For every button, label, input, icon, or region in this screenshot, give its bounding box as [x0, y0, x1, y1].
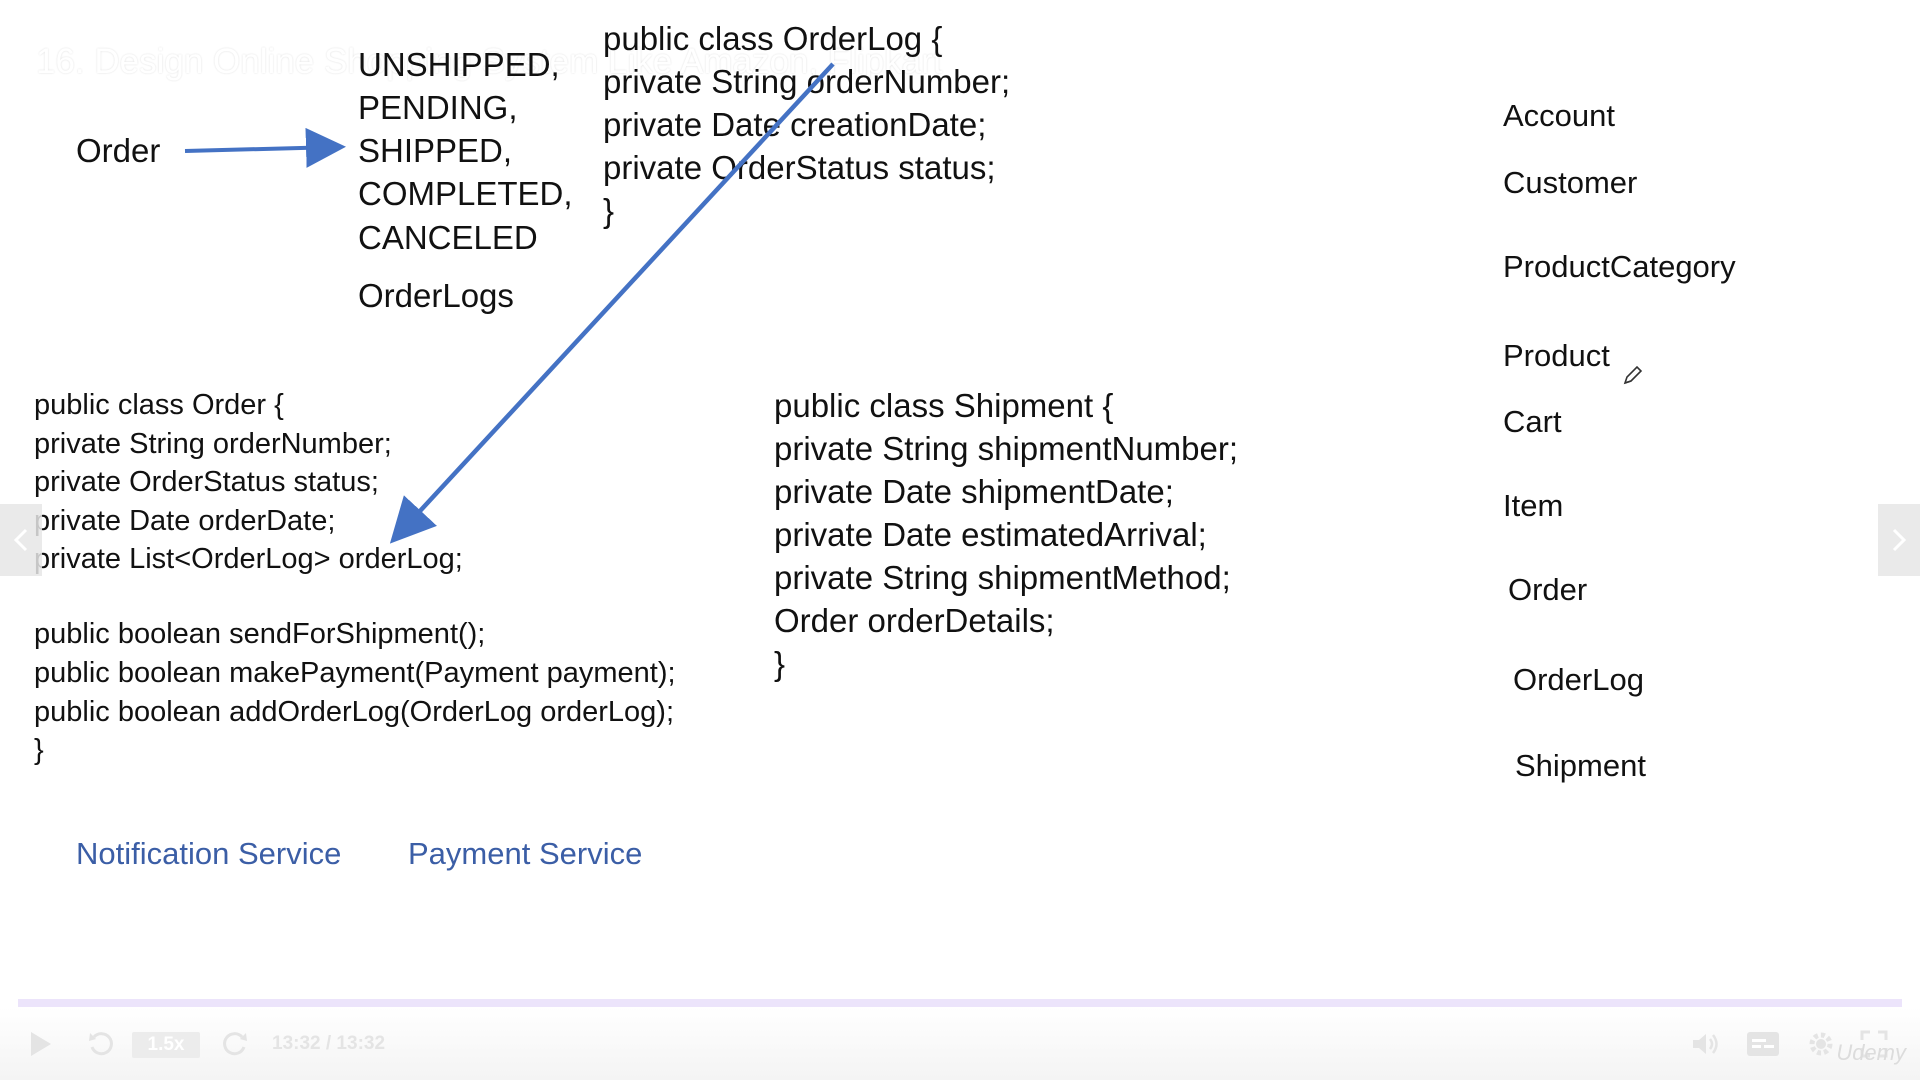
orderlogs-label: OrderLogs [358, 277, 514, 314]
code-line: public class Order { [34, 389, 284, 421]
order-status-arrow [184, 127, 346, 168]
udemy-logo: Udemy [1836, 1040, 1906, 1065]
next-slide-button[interactable] [1878, 504, 1920, 576]
code-line: private String shipmentMethod; [774, 559, 1231, 596]
progress-fill [18, 999, 1902, 1007]
status-item: UNSHIPPED, [358, 46, 560, 83]
entity-item: Cart [1503, 404, 1562, 439]
captions-icon [1747, 1032, 1779, 1056]
status-item: SHIPPED, [358, 132, 513, 169]
code-line: public boolean makePayment(Payment payme… [34, 657, 676, 689]
code-line: private Date estimatedArrival; [774, 516, 1207, 553]
code-line: public class Shipment { [774, 387, 1114, 424]
entity-item: ProductCategory [1503, 249, 1736, 284]
volume-icon [1693, 1034, 1718, 1054]
play-button[interactable] [28, 1027, 54, 1061]
code-line: private String shipmentNumber; [774, 430, 1239, 467]
rewind-icon [89, 1032, 113, 1056]
notification-service-label: Notification Service [76, 836, 342, 871]
code-line: Order orderDetails; [774, 602, 1055, 639]
code-line: public boolean sendForShipment(); [34, 618, 486, 650]
playback-speed-button[interactable]: 1.5x [132, 1032, 200, 1058]
settings-icon [1809, 1032, 1833, 1056]
code-line: private Date shipmentDate; [774, 473, 1174, 510]
entity-item: Customer [1503, 165, 1638, 200]
slide: 16. Design Online Shopping System Like A… [0, 20, 1920, 871]
code-line: private Date orderDate; [34, 505, 336, 537]
order-label: Order [76, 132, 161, 169]
settings-button[interactable] [1806, 1027, 1836, 1061]
code-line: private List<OrderLog> orderLog; [34, 543, 463, 575]
status-item: PENDING, [358, 89, 518, 126]
previous-slide-button[interactable] [0, 504, 42, 576]
status-item: COMPLETED, [358, 175, 573, 212]
code-line: } [34, 734, 44, 766]
code-line: public boolean addOrderLog(OrderLog orde… [34, 696, 675, 728]
code-line: private Date creationDate; [603, 106, 987, 143]
rewind-button[interactable] [86, 1027, 116, 1061]
progress-bar[interactable] [18, 999, 1902, 1007]
entity-item: Order [1508, 572, 1588, 607]
time-display: 13:32 / 13:32 [272, 1033, 386, 1054]
code-line: } [774, 645, 786, 682]
code-line: private OrderStatus status; [34, 466, 379, 498]
code-line: public class OrderLog { [603, 20, 943, 57]
play-icon [31, 1032, 51, 1056]
volume-button[interactable] [1690, 1027, 1722, 1061]
status-item: CANCELED [358, 219, 538, 256]
code-line: } [603, 192, 615, 229]
chevron-right-icon [1892, 528, 1907, 552]
captions-button[interactable] [1746, 1027, 1780, 1061]
payment-service-label: Payment Service [408, 836, 643, 871]
code-line: private OrderStatus status; [603, 149, 996, 186]
entity-item: Product [1503, 338, 1610, 373]
forward-button[interactable] [220, 1027, 250, 1061]
chevron-left-icon [13, 528, 28, 552]
fullscreen-button[interactable] [1860, 1027, 1888, 1061]
entity-item: Account [1503, 98, 1616, 133]
fullscreen-icon [1860, 1030, 1888, 1058]
code-line: private String orderNumber; [34, 428, 392, 460]
pencil-icon [1623, 365, 1643, 385]
forward-icon [223, 1032, 247, 1056]
entity-item: Item [1503, 488, 1564, 523]
player-controls: 1.5x 13:32 / 13:32 [0, 1007, 1920, 1080]
code-line: private String orderNumber; [603, 63, 1011, 100]
entity-item: OrderLog [1513, 662, 1644, 697]
entity-item: Shipment [1515, 748, 1646, 783]
